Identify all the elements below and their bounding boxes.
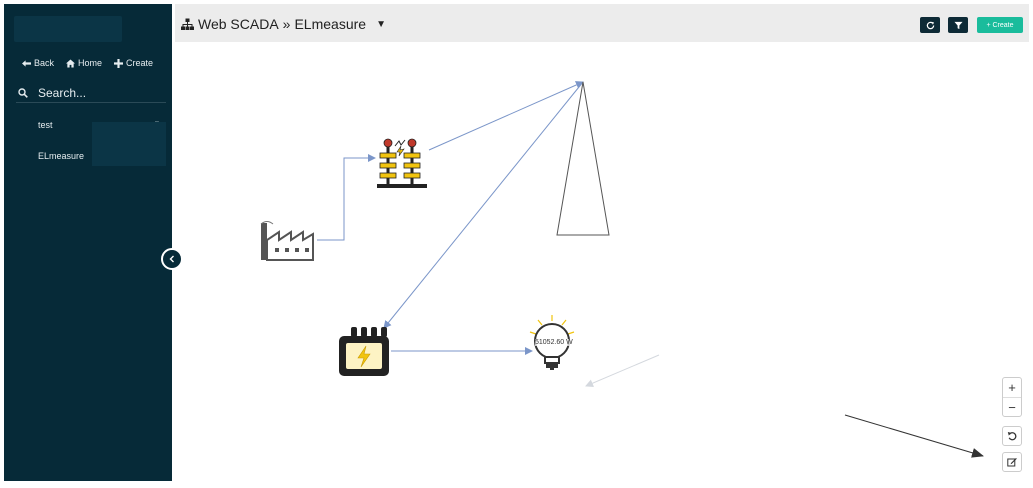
diagram-svg <box>260 81 984 458</box>
diagram-canvas[interactable]: 51052.60 W <box>175 42 1029 482</box>
sidebar-nav: Back Home Create <box>4 58 172 68</box>
transmission-tower-icon[interactable] <box>556 81 610 236</box>
reset-view-button[interactable] <box>1002 426 1022 446</box>
breadcrumb: Web SCADA » ELmeasure ▼ <box>181 16 386 32</box>
create-button[interactable]: + Create <box>977 17 1023 33</box>
bulb-power-reading: 51052.60 W <box>535 339 573 346</box>
edge-factory-to-substation[interactable] <box>317 154 376 241</box>
edge-faint-connector[interactable] <box>585 354 660 387</box>
sidebar-item-elmeasure[interactable]: ELmeasure <box>38 151 85 161</box>
create-nav-label: Create <box>126 58 154 68</box>
breadcrumb-current: ELmeasure <box>294 16 367 32</box>
sidebar-item-test[interactable]: test <box>38 120 53 130</box>
sitemap-icon <box>181 18 194 30</box>
filter-button[interactable] <box>948 17 968 33</box>
home-label: Home <box>78 58 103 68</box>
zoom-out-button[interactable]: − <box>1003 397 1021 416</box>
search-input[interactable] <box>38 86 148 100</box>
transformer-icon[interactable] <box>339 327 389 376</box>
redacted-block <box>92 122 166 166</box>
top-bar: Web SCADA » ELmeasure ▼ + Create <box>175 4 1029 42</box>
chevron-left-icon <box>169 255 174 263</box>
search-icon <box>18 88 28 98</box>
sidebar-search <box>16 84 166 103</box>
back-label: Back <box>34 58 55 68</box>
zoom-in-button[interactable]: + <box>1008 380 1016 395</box>
filter-icon <box>953 21 963 29</box>
back-button[interactable]: Back <box>22 58 54 68</box>
factory-icon[interactable] <box>260 221 314 261</box>
breadcrumb-separator: » <box>282 16 291 32</box>
arrow-left-icon <box>22 59 31 67</box>
annotation-arrow <box>844 414 984 458</box>
home-button[interactable]: Home <box>66 58 102 68</box>
chevron-icon: – <box>155 118 159 125</box>
plus-icon <box>114 58 124 68</box>
logo-placeholder <box>14 16 122 42</box>
home-icon <box>66 58 76 68</box>
edit-icon <box>1007 458 1017 467</box>
edge-substation-to-tower[interactable] <box>428 81 584 151</box>
create-nav-button[interactable]: Create <box>114 58 153 68</box>
breadcrumb-root[interactable]: Web SCADA <box>198 16 279 32</box>
edge-tower-to-transformer[interactable] <box>383 81 584 329</box>
substation-icon[interactable] <box>377 138 427 188</box>
caret-down-icon[interactable]: ▼ <box>376 18 386 30</box>
zoom-controls: + − <box>1002 377 1022 417</box>
undo-icon <box>1007 432 1017 441</box>
refresh-icon <box>926 21 934 29</box>
refresh-button[interactable] <box>920 17 940 33</box>
sidebar: Back Home Create test – ELmeasure <box>4 4 172 481</box>
edit-button[interactable] <box>1002 452 1022 472</box>
collapse-sidebar-button[interactable] <box>161 248 183 270</box>
